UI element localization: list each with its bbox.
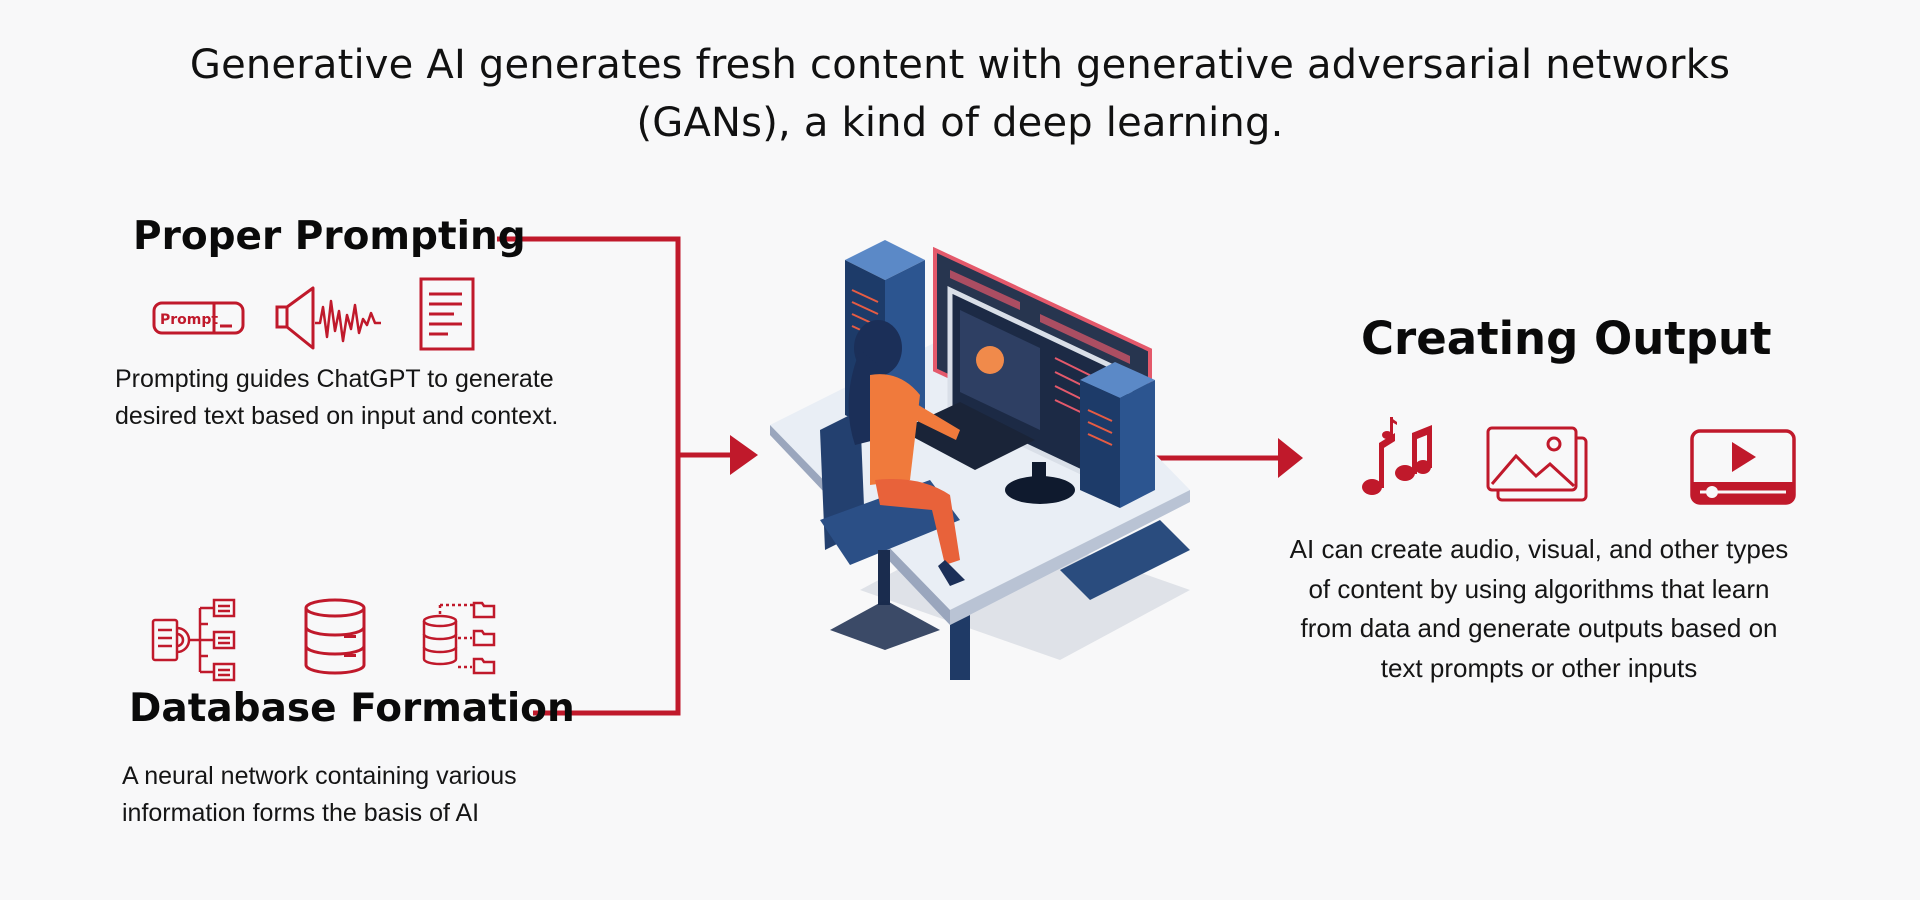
music-notes-icon [1357,415,1433,500]
document-icon [418,276,476,352]
prompt-tag-icon: Prompt [152,300,245,336]
arrow-head-output [1278,438,1303,478]
headline: Generative AI generates fresh content wi… [189,42,1731,146]
database-description: A neural network containing various info… [122,762,517,827]
section-title-output: Creating Output [1361,312,1772,365]
connector-prompting [497,236,681,716]
data-network-icon [150,598,238,682]
database-icon [302,597,368,677]
arrow-head-center [730,435,758,475]
image-gallery-icon [1486,426,1590,502]
prompt-tag-label: Prompt [160,312,218,328]
section-title-database: Database Formation [129,686,575,731]
database-folders-icon [420,601,496,675]
section-title-prompting: Proper Prompting [133,214,526,259]
speaker-waveform-icon [275,285,387,351]
person-at-computer-illustration [760,230,1200,680]
output-description: AI can create audio, visual, and other t… [1289,534,1789,683]
prompting-description: Prompting guides ChatGPT to generate des… [115,365,559,430]
video-player-icon [1690,428,1796,506]
